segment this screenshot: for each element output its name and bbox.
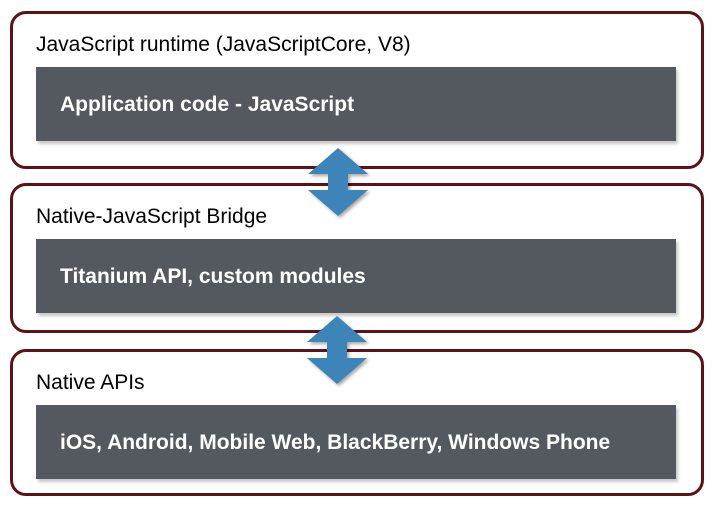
layer-label: JavaScript runtime (JavaScriptCore, V8) (36, 33, 411, 56)
layer-box-native-apis: Native APIs iOS, Android, Mobile Web, Bl… (10, 349, 704, 496)
content-bar-text: iOS, Android, Mobile Web, BlackBerry, Wi… (60, 430, 611, 454)
content-bar-text: Titanium API, custom modules (60, 264, 366, 288)
up-down-arrow-icon (307, 316, 367, 384)
layer-box-javascript-runtime: JavaScript runtime (JavaScriptCore, V8) … (10, 11, 704, 169)
content-bar: Application code - JavaScript (36, 67, 676, 141)
up-down-arrow-shape (307, 316, 367, 384)
content-bar: Titanium API, custom modules (36, 239, 676, 313)
up-down-arrow-shape (308, 148, 368, 216)
layer-label: Native APIs (36, 371, 145, 394)
content-bar-text: Application code - JavaScript (60, 92, 355, 116)
content-bar: iOS, Android, Mobile Web, BlackBerry, Wi… (36, 405, 676, 479)
up-down-arrow-icon (308, 148, 368, 216)
layer-box-native-javascript-bridge: Native-JavaScript Bridge Titanium API, c… (10, 183, 704, 333)
layer-label: Native-JavaScript Bridge (36, 205, 268, 228)
